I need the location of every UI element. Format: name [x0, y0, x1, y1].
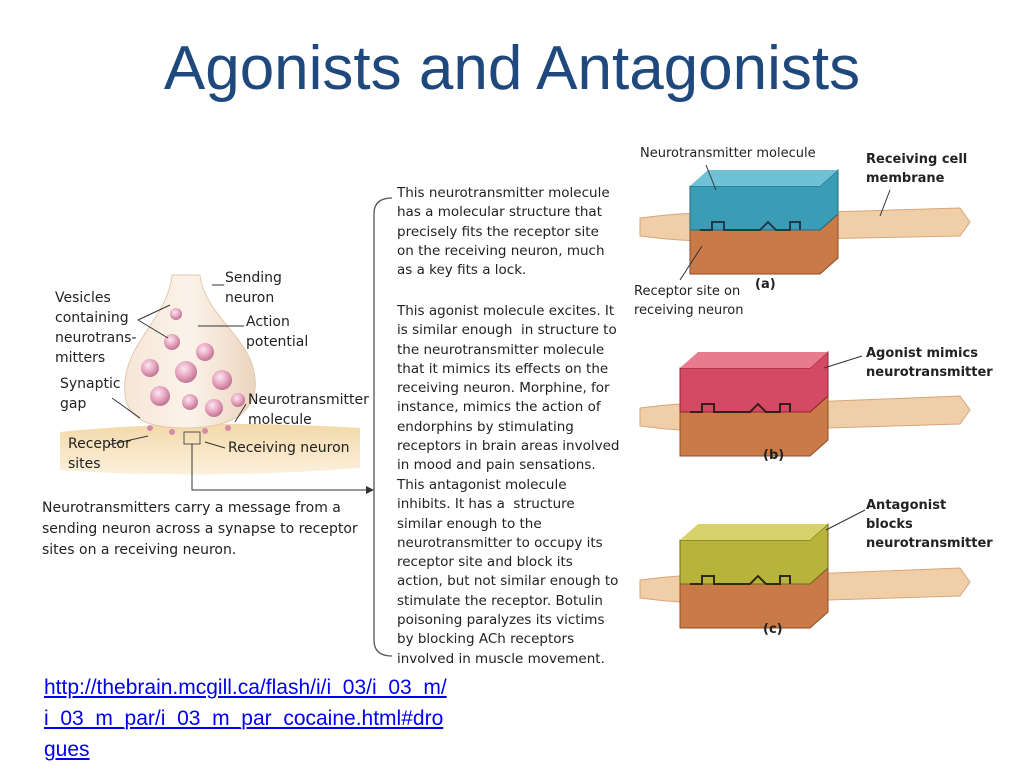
paragraph-neurotransmitter: This neurotransmitter molecule has a mol… — [397, 185, 610, 279]
label-receiving-neuron: Receiving neuron — [228, 440, 350, 456]
label-panel-b: (b) — [763, 448, 785, 463]
label-panel-a: (a) — [755, 277, 776, 292]
panel-b-illustration — [639, 350, 971, 457]
label-antagonist: Antagonist blocks neurotransmitter — [866, 498, 993, 551]
label-receptor-site: Receptor site on receiving neuron — [634, 284, 744, 318]
panel-c-illustration — [639, 522, 971, 629]
label-sending-neuron: Sending neuron — [225, 270, 282, 306]
label-neurotransmitter-molecule: Neurotransmitter molecule — [248, 392, 369, 428]
label-agonist: Agonist mimics neurotransmitter — [866, 346, 993, 380]
vesicles — [141, 308, 245, 417]
panel-a-illustration — [639, 168, 971, 275]
paragraph-antagonist: This antagonist molecule inhibits. It ha… — [397, 477, 619, 667]
label-receptor-sites: Receptor sites — [68, 436, 131, 472]
receiving-neuron-shape — [60, 423, 360, 475]
diagram-caption: Neurotransmitters carry a message from a… — [42, 500, 358, 558]
released-molecules — [147, 425, 231, 435]
label-panel-c: (c) — [763, 622, 783, 637]
label-action-potential: Action potential — [246, 314, 309, 350]
label-vesicles: Vesicles containing neurotrans- mitters — [55, 290, 137, 366]
paragraph-agonist: This agonist molecule excites. It is sim… — [397, 303, 620, 474]
text-bracket — [373, 197, 393, 657]
slide-title: Agonists and Antagonists — [163, 34, 861, 103]
label-synaptic-gap: Synaptic gap — [60, 376, 121, 412]
source-link[interactable]: http://thebrain.mcgill.ca/flash/i/i_03/i… — [44, 676, 447, 761]
label-receiving-membrane: Receiving cell membrane — [866, 152, 968, 186]
label-panel-nt-molecule: Neurotransmitter molecule — [640, 146, 816, 161]
